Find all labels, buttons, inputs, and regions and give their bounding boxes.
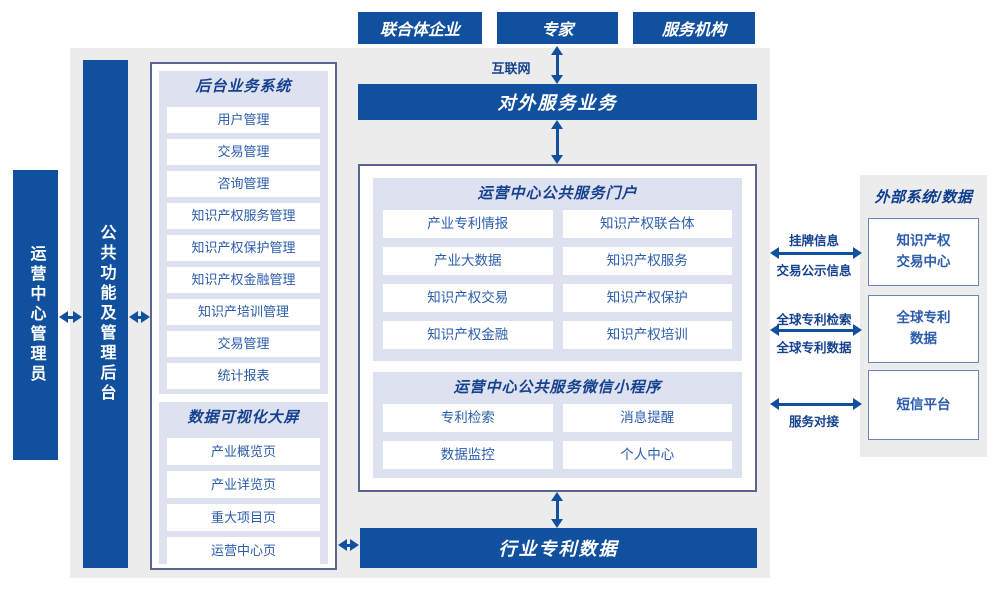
backend-system-title: 后台业务系统 bbox=[195, 78, 292, 95]
arrow-left-icon bbox=[338, 539, 347, 551]
arrow-right-icon bbox=[853, 398, 862, 410]
global-patent-search-label: 全球专利检索 bbox=[776, 313, 852, 327]
arrow-down-icon bbox=[551, 519, 563, 528]
portal-item: 知识产权培训 bbox=[562, 321, 732, 349]
arrow-left-icon bbox=[770, 398, 779, 410]
arrow-down-icon bbox=[551, 75, 563, 84]
backend-system-panel: 后台业务系统 用户管理 交易管理 咨询管理 知识产权服务管理 知识产权保护管理 … bbox=[159, 71, 328, 394]
sms-service-arrow bbox=[770, 398, 862, 410]
backend-item: 咨询管理 bbox=[167, 171, 320, 197]
portal-to-industry-arrow bbox=[551, 492, 563, 528]
arrow-right-icon bbox=[853, 324, 862, 336]
portal-item: 知识产权金融 bbox=[383, 321, 553, 349]
arrow-left-icon bbox=[770, 247, 779, 259]
service-docking-label: 服务对接 bbox=[788, 415, 839, 429]
external-systems-title: 外部系统/数据 bbox=[874, 189, 973, 206]
miniprogram-item: 数据监控 bbox=[383, 440, 553, 469]
arrow-left-icon bbox=[770, 324, 779, 336]
backend-item: 交易管理 bbox=[167, 331, 320, 357]
arrow-up-icon bbox=[551, 46, 563, 55]
industry-patent-data-bar: 行业专利数据 bbox=[360, 528, 757, 568]
miniprogram-item: 专利检索 bbox=[383, 403, 553, 432]
arrow-right-icon bbox=[853, 247, 862, 259]
internet-arrow bbox=[551, 46, 563, 84]
portal-title: 运营中心公共服务门户 bbox=[477, 185, 638, 202]
dashboard-item: 运营中心页 bbox=[167, 537, 320, 564]
internet-label: 互联网 bbox=[491, 61, 531, 76]
backend-vertical-bar: 公共功能及管理后台 bbox=[83, 60, 128, 568]
dashboard-item: 重大项目页 bbox=[167, 504, 320, 531]
portal-item: 知识产权交易 bbox=[383, 284, 553, 312]
admin-backend-arrow bbox=[59, 311, 82, 323]
arrow-left-icon bbox=[59, 311, 68, 323]
backend-item: 知识产培训管理 bbox=[167, 299, 320, 325]
portal-item: 产业大数据 bbox=[383, 247, 553, 275]
miniprogram-item: 个人中心 bbox=[562, 440, 732, 469]
arrow-right-icon bbox=[141, 311, 150, 323]
bar-to-portal-arrow bbox=[551, 120, 563, 164]
dashboard-panel: 数据可视化大屏 产业概览页 产业详览页 重大项目页 运营中心页 bbox=[159, 402, 328, 564]
portal-outer-box: 运营中心公共服务门户 产业专利情报 知识产权联合体 产业大数据 知识产权服务 知… bbox=[358, 164, 757, 492]
arrow-left-icon bbox=[129, 311, 138, 323]
actor-experts: 专家 bbox=[497, 12, 618, 44]
portal-item: 产业专利情报 bbox=[383, 210, 553, 238]
arrow-up-icon bbox=[551, 120, 563, 129]
external-box-ip-trade-center: 知识产权 交易中心 bbox=[868, 218, 979, 286]
dashboard-title: 数据可视化大屏 bbox=[187, 409, 300, 426]
backend-item: 知识产权金融管理 bbox=[167, 267, 320, 293]
miniprogram-item: 消息提醒 bbox=[562, 403, 732, 432]
backend-item: 用户管理 bbox=[167, 107, 320, 133]
dashboard-item: 产业详览页 bbox=[167, 471, 320, 498]
miniprogram-title: 运营中心公共服务微信小程序 bbox=[453, 378, 662, 396]
arrow-down-icon bbox=[551, 155, 563, 164]
arrow-up-icon bbox=[551, 492, 563, 501]
arrow-right-icon bbox=[73, 311, 82, 323]
listing-info-label: 挂牌信息 bbox=[788, 234, 839, 248]
admin-vertical-bar: 运营中心管理员 bbox=[13, 170, 58, 460]
backend-item: 知识产权保护管理 bbox=[167, 235, 320, 261]
trade-center-arrow bbox=[770, 247, 862, 259]
portal-item: 知识产权服务 bbox=[562, 247, 732, 275]
global-patent-data-label: 全球专利数据 bbox=[776, 341, 852, 355]
miniprogram-panel: 运营中心公共服务微信小程序 专利检索 消息提醒 数据监控 个人中心 bbox=[373, 371, 742, 478]
external-box-sms-platform: 短信平台 bbox=[868, 370, 979, 440]
backend-item: 知识产权服务管理 bbox=[167, 203, 320, 229]
portal-panel: 运营中心公共服务门户 产业专利情报 知识产权联合体 产业大数据 知识产权服务 知… bbox=[373, 178, 742, 361]
backend-box-arrow bbox=[129, 311, 150, 323]
global-patent-arrow bbox=[770, 324, 862, 336]
portal-item: 知识产权联合体 bbox=[562, 210, 732, 238]
backend-outer-box: 后台业务系统 用户管理 交易管理 咨询管理 知识产权服务管理 知识产权保护管理 … bbox=[150, 62, 337, 570]
dashboard-industry-arrow bbox=[338, 539, 359, 551]
arrow-right-icon bbox=[350, 539, 359, 551]
dashboard-item: 产业概览页 bbox=[167, 438, 320, 465]
external-box-global-patent-data: 全球专利 数据 bbox=[868, 295, 979, 363]
portal-item: 知识产权保护 bbox=[562, 284, 732, 312]
actor-service-agencies: 服务机构 bbox=[633, 12, 755, 44]
actor-consortium-enterprises: 联合体企业 bbox=[358, 12, 482, 44]
trade-publicity-label: 交易公示信息 bbox=[776, 264, 852, 278]
backend-item: 交易管理 bbox=[167, 139, 320, 165]
external-service-bar: 对外服务业务 bbox=[358, 84, 757, 120]
backend-item: 统计报表 bbox=[167, 363, 320, 389]
